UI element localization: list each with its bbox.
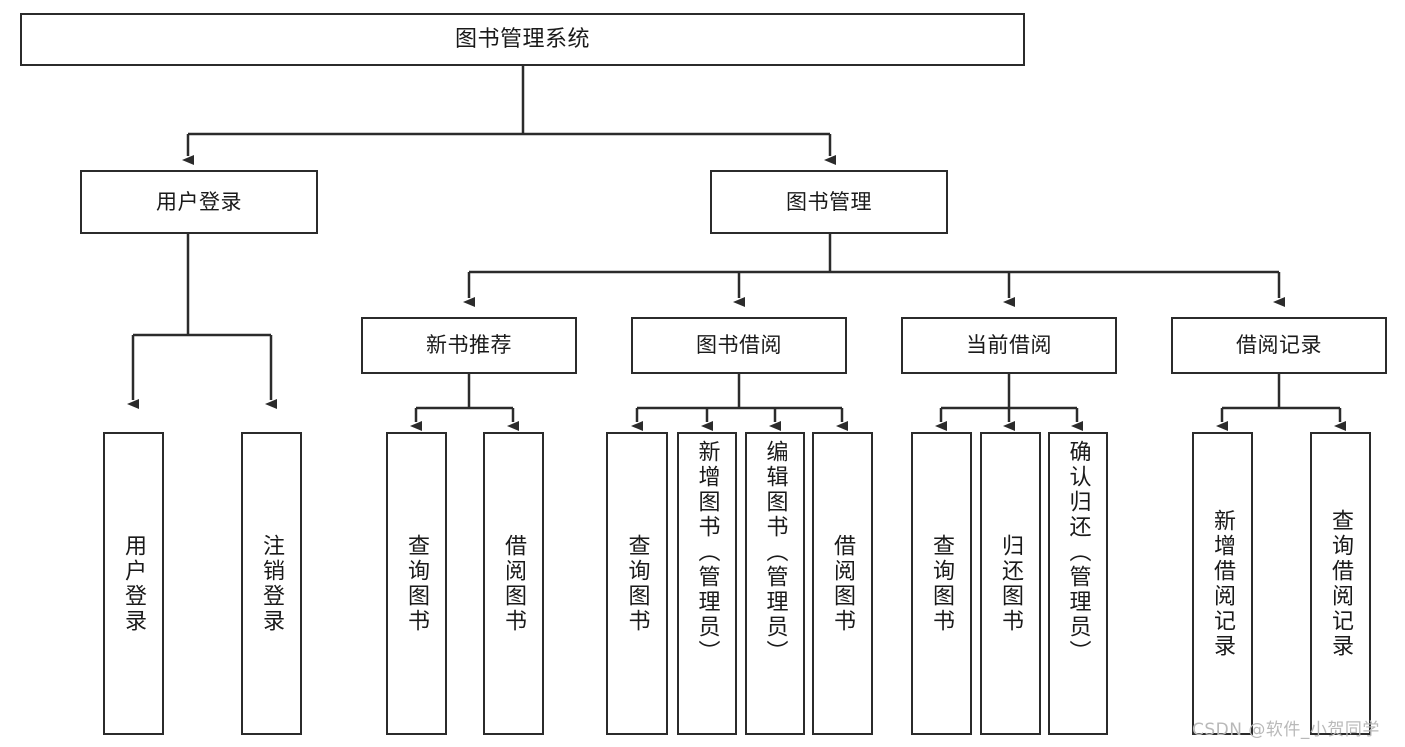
node-label: 借阅记录 bbox=[1236, 333, 1322, 358]
node-book-management[interactable]: 图书管理 bbox=[710, 170, 948, 234]
node-new-book-recommend[interactable]: 新书推荐 bbox=[361, 317, 577, 374]
node-label: 图书管理 bbox=[786, 189, 872, 214]
leaf-borrow-book-recommend[interactable]: 借阅图书 bbox=[483, 432, 544, 735]
leaf-return-book[interactable]: 归还图书 bbox=[980, 432, 1041, 735]
node-label: 当前借阅 bbox=[966, 333, 1052, 358]
node-label: 新书推荐 bbox=[426, 333, 512, 358]
node-label: 图书管理系统 bbox=[454, 26, 590, 52]
node-user-login[interactable]: 用户登录 bbox=[80, 170, 318, 234]
node-label: 编辑图书（管理员） bbox=[762, 440, 788, 665]
node-label: 借阅图书 bbox=[501, 533, 527, 634]
node-label: 用户登录 bbox=[156, 189, 242, 214]
node-label: 确认归还（管理员） bbox=[1065, 440, 1091, 665]
node-label: 查询图书 bbox=[404, 533, 430, 634]
leaf-add-book-admin[interactable]: 新增图书（管理员） bbox=[677, 432, 737, 735]
node-book-borrow[interactable]: 图书借阅 bbox=[631, 317, 847, 374]
node-label: 新增图书（管理员） bbox=[694, 440, 720, 665]
node-label: 用户登录 bbox=[121, 533, 147, 634]
node-label: 查询图书 bbox=[624, 533, 650, 634]
leaf-query-book-borrow[interactable]: 查询图书 bbox=[606, 432, 668, 735]
leaf-query-book-recommend[interactable]: 查询图书 bbox=[386, 432, 447, 735]
leaf-add-borrow-record[interactable]: 新增借阅记录 bbox=[1192, 432, 1253, 735]
watermark-text: CSDN @软件_小贺同学 bbox=[1192, 720, 1380, 740]
leaf-borrow-book[interactable]: 借阅图书 bbox=[812, 432, 873, 735]
leaf-logout[interactable]: 注销登录 bbox=[241, 432, 302, 735]
node-current-borrow[interactable]: 当前借阅 bbox=[901, 317, 1117, 374]
node-label: 归还图书 bbox=[998, 533, 1024, 634]
node-label: 借阅图书 bbox=[830, 533, 856, 634]
node-root-system[interactable]: 图书管理系统 bbox=[20, 13, 1025, 66]
node-label: 查询借阅记录 bbox=[1328, 508, 1354, 659]
leaf-query-borrow-record[interactable]: 查询借阅记录 bbox=[1310, 432, 1371, 735]
node-label: 查询图书 bbox=[929, 533, 955, 634]
leaf-query-book-current[interactable]: 查询图书 bbox=[911, 432, 972, 735]
leaf-user-login[interactable]: 用户登录 bbox=[103, 432, 164, 735]
node-label: 新增借阅记录 bbox=[1210, 508, 1236, 659]
leaf-confirm-return-admin[interactable]: 确认归还（管理员） bbox=[1048, 432, 1108, 735]
node-borrow-record[interactable]: 借阅记录 bbox=[1171, 317, 1387, 374]
leaf-edit-book-admin[interactable]: 编辑图书（管理员） bbox=[745, 432, 805, 735]
node-label: 注销登录 bbox=[259, 533, 285, 634]
node-label: 图书借阅 bbox=[696, 333, 782, 358]
